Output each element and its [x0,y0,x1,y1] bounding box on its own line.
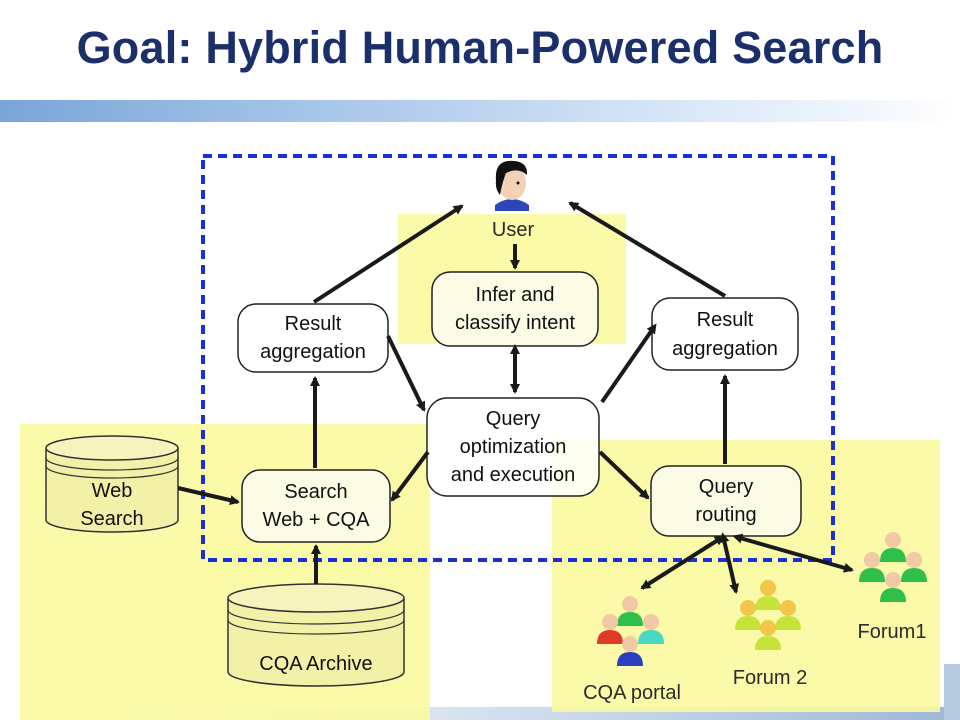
system-boundary [201,154,835,562]
query-opt-line2: optimization [460,436,567,458]
cqa-portal-people-icon [597,596,664,666]
arrow-routing-forum1 [732,533,854,573]
query-routing-line2: routing [695,504,756,526]
cqa-archive-label: CQA Archive [259,653,372,675]
web-search-line1: Web [92,480,133,502]
slide-corner-bar [944,664,960,720]
user-label: User [492,219,535,241]
forum1-people-icon [859,532,927,602]
forum1-label: Forum1 [858,621,927,643]
title-underline-bar [0,100,960,122]
arrow-routing-forum2 [719,532,740,594]
query-routing-line1: Query [699,476,753,498]
node-result-aggregation-left: Result aggregation [237,303,389,373]
node-search-web-cqa: Search Web + CQA [241,469,391,543]
node-result-aggregation-right: Result aggregation [651,297,799,371]
web-search-line2: Search [80,508,143,530]
result-agg-right-line1: Result [697,309,754,331]
arrow-query-to-routing [598,450,650,500]
search-web-cqa-line1: Search [284,481,347,503]
result-agg-left-line2: aggregation [260,341,366,363]
search-web-cqa-line2: Web + CQA [263,509,371,531]
arrow-right-agg-to-query [600,323,657,404]
arrow-websearch-to-search [177,486,240,506]
forum2-label: Forum 2 [733,667,807,689]
page-title: Goal: Hybrid Human-Powered Search [76,22,884,73]
flow-arrows [177,201,854,594]
user-avatar-icon [495,160,529,211]
arrow-routing-cqa-portal [640,535,725,590]
database-cqa-archive: CQA Archive [227,583,405,687]
arrow-left-agg-to-query [386,335,426,412]
result-agg-right-line2: aggregation [672,338,778,360]
query-opt-line3: and execution [451,464,576,486]
result-agg-left-line1: Result [285,313,342,335]
infer-intent-line2: classify intent [455,312,575,334]
arrow-query-to-search [390,450,430,502]
database-web-search: Web Search [45,435,179,533]
node-infer-intent: Infer and classify intent [431,271,599,347]
infer-intent-line1: Infer and [476,284,555,306]
forum2-people-icon [735,580,801,650]
node-query-routing: Query routing [650,465,802,537]
node-query-optimization: Query optimization and execution [426,397,600,497]
cqa-portal-label: CQA portal [583,682,681,704]
arrow-left-agg-to-user [312,204,464,304]
query-opt-line1: Query [486,408,540,430]
arrow-right-agg-to-user [568,201,727,298]
